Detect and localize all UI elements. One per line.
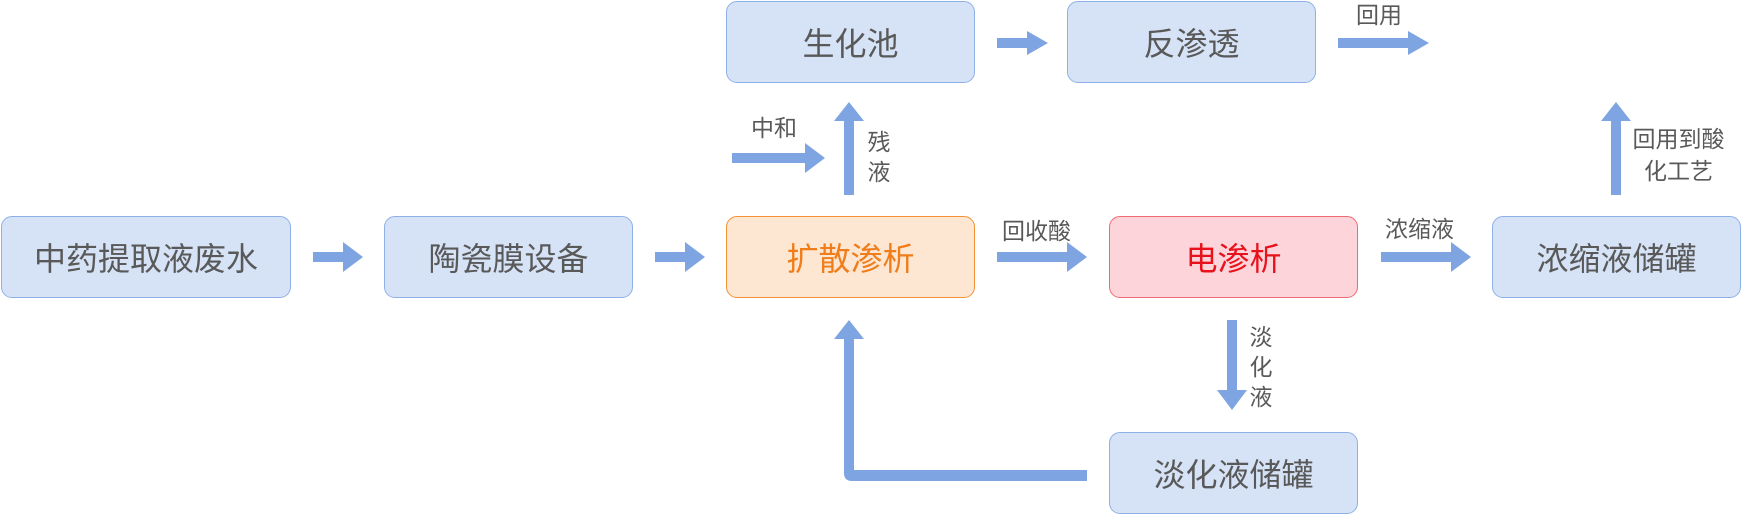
arrow-concentrate-up (1601, 102, 1631, 195)
label-recovered-acid: 回收酸 (1002, 219, 1071, 245)
label-reuse: 回用 (1356, 3, 1402, 29)
arrow-neutralize (732, 143, 825, 173)
label-concentrate: 浓缩液 (1385, 217, 1454, 243)
label-dilute-liquid: 淡化液 (1249, 325, 1273, 411)
arrow-electro-to-concentrate (1381, 242, 1471, 272)
arrow-biochem-to-ro (997, 31, 1048, 55)
node-reverse-osmosis: 反渗透 (1067, 1, 1316, 83)
arrow-diffusion-to-electro (997, 242, 1087, 272)
arrow-wastewater-to-membrane (313, 242, 363, 272)
node-dilute-tank: 淡化液储罐 (1109, 432, 1358, 514)
arrow-diffusion-to-biochem (834, 102, 864, 195)
node-electrodialysis: 电渗析 (1109, 216, 1358, 298)
label-residual-liquid: 残液 (867, 130, 891, 186)
node-ceramic-membrane: 陶瓷膜设备 (384, 216, 633, 298)
label-reuse-to-acid-process: 回用到酸化工艺 (1632, 127, 1725, 185)
arrow-return-horizontal (844, 470, 1087, 481)
node-concentrate-tank: 浓缩液储罐 (1492, 216, 1741, 298)
arrow-electro-to-dilute (1217, 320, 1247, 410)
arrow-return-vertical (834, 320, 864, 473)
node-diffusion-dialysis: 扩散渗析 (726, 216, 975, 298)
node-biochemical-pool: 生化池 (726, 1, 975, 83)
arrow-ro-to-reuse (1338, 31, 1429, 55)
node-tcm-wastewater: 中药提取液废水 (1, 216, 291, 298)
arrow-membrane-to-diffusion (655, 242, 705, 272)
label-neutralize: 中和 (751, 116, 797, 142)
